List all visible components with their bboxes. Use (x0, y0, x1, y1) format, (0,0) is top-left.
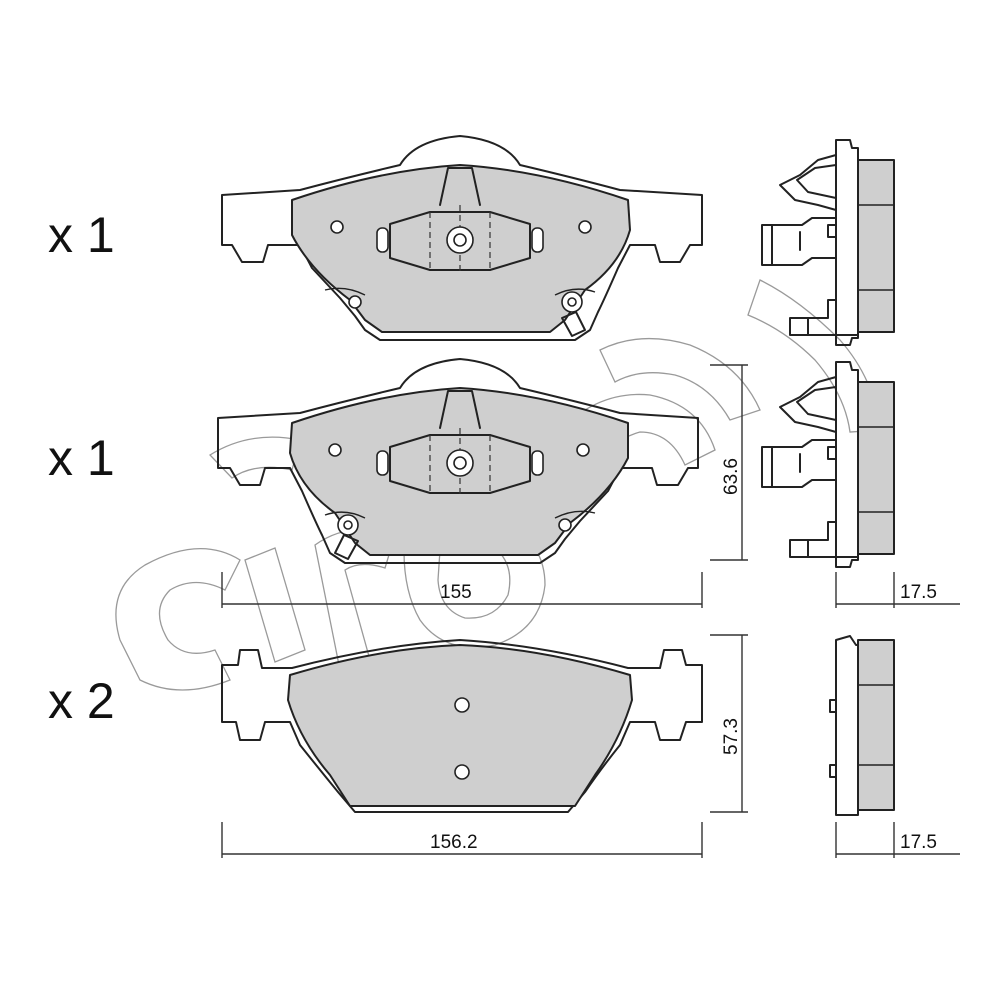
pad-front-view-row2 (217, 358, 699, 564)
dimension-label-height-lower: 57.3 (721, 718, 742, 755)
dimension-width-lower: 156.2 (221, 822, 703, 858)
dimension-width-upper: 155 (221, 572, 703, 608)
pad-front-view-row1 (221, 135, 703, 341)
quantity-label-row1: x 1 (48, 207, 115, 263)
pad-side-view-row2 (761, 361, 895, 568)
dimension-thickness-lower: 17.5 (835, 822, 960, 858)
dimension-label-width-upper: 155 (440, 582, 472, 603)
dimension-label-height-upper: 63.6 (721, 458, 742, 495)
pad-front-view-row3 (221, 639, 703, 813)
quantity-label-row2: x 1 (48, 430, 115, 486)
dimension-label-thickness-lower: 17.5 (900, 832, 937, 853)
dimension-label-thickness-upper: 17.5 (900, 582, 937, 603)
dimension-label-width-lower: 156.2 (430, 832, 478, 853)
pad-side-view-row3 (829, 635, 895, 816)
dimension-height-upper: 63.6 (710, 364, 748, 561)
dimension-height-lower: 57.3 (710, 634, 748, 813)
quantity-label-row3: x 2 (48, 673, 115, 729)
dimension-thickness-upper: 17.5 (835, 572, 960, 608)
pad-side-view-row1 (761, 139, 895, 346)
